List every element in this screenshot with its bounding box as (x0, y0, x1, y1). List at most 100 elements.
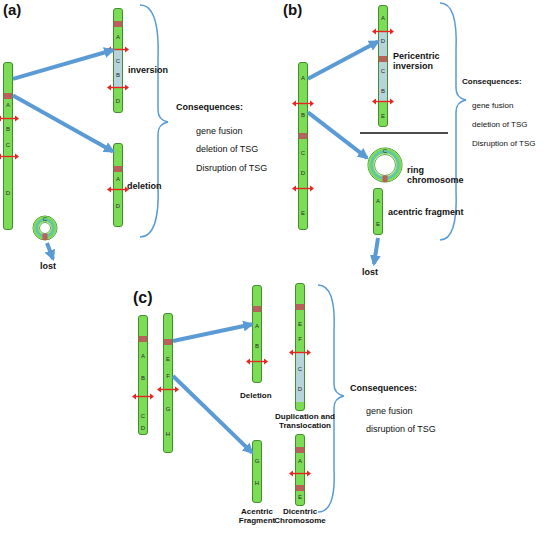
ring-outline (368, 148, 402, 182)
chromosome-band (139, 336, 147, 342)
chromosome-band (114, 21, 122, 27)
breakpoint-arrow (157, 386, 179, 393)
breakpoint-arrow (372, 98, 394, 105)
ring-body (371, 151, 399, 179)
text-label: Dicentric Chromosome (270, 508, 330, 526)
chromosome-band (253, 306, 261, 312)
gene-letter: B (114, 72, 122, 79)
text-label: (b) (283, 2, 313, 19)
breakpoint-arrow (292, 100, 314, 107)
text-label: ring chromosome (407, 166, 469, 186)
gene-letter: A (114, 34, 122, 41)
bracket (140, 5, 168, 237)
text-label: gene fusion (366, 407, 466, 417)
text-label: Duplication and Translocation (268, 413, 342, 431)
gene-letter: A (296, 458, 304, 465)
text-label: Pericentric inversion (393, 52, 448, 72)
chromosome-band (43, 234, 48, 241)
text-label: Consequences: (350, 384, 450, 394)
breakpoint-arrow (107, 84, 129, 91)
chromosome: AE (373, 188, 383, 235)
gene-letter: F (164, 373, 172, 380)
breakpoint-arrow (372, 28, 394, 35)
gene-letter: A (4, 102, 12, 109)
chromosome: ADCBE (378, 5, 388, 127)
chromosome: ABCD (138, 315, 148, 435)
gene-letter: B (379, 88, 387, 95)
breakpoint-arrow (107, 46, 129, 53)
gene-letter: B (139, 375, 147, 382)
text-label: Disruption of TSG (472, 140, 544, 149)
breakpoint-arrow (289, 470, 311, 477)
inverted-segment (296, 352, 304, 402)
connector-arrow (173, 376, 252, 453)
connector-arrow (13, 50, 113, 79)
gene-letter: C (379, 68, 387, 75)
text-label: (c) (133, 289, 163, 307)
text-label: Consequences: (462, 78, 544, 87)
chromosome-band (379, 56, 387, 62)
breakpoint-arrow (107, 186, 129, 193)
chromosome: AD (113, 143, 123, 227)
text-label: deletion (127, 182, 187, 192)
gene-letter: D (379, 38, 387, 45)
gene-letter: D (114, 203, 122, 210)
gene-letter: C (114, 58, 122, 65)
breakpoint-arrow (289, 349, 311, 356)
separator-line (360, 132, 448, 134)
gene-letter: C (32, 216, 58, 223)
gene-letter: E (296, 321, 304, 328)
chromosome-band (299, 133, 307, 139)
text-label: gene fusion (196, 127, 296, 137)
chromosome-band (296, 447, 304, 453)
gene-letter: H (253, 480, 261, 487)
breakpoint-arrow (292, 185, 314, 192)
text-label: lost (362, 268, 392, 278)
ring-chromosome: C (32, 215, 58, 241)
gene-letter: D (139, 425, 147, 432)
text-label: lost (40, 262, 70, 272)
inverted-segment (114, 49, 122, 87)
text-label: gene fusion (472, 102, 544, 111)
gene-letter: C (299, 150, 307, 157)
text-label: disruption of TSG (366, 425, 466, 435)
chromosome: AB (252, 285, 262, 383)
gene-letter: G (253, 458, 261, 465)
text-label: inversion (128, 66, 188, 76)
text-label: acentric fragment (388, 208, 488, 218)
chromosome: E F G H (163, 313, 173, 453)
lost-arrow (47, 243, 53, 259)
gene-letter: A (253, 323, 261, 330)
gene-letter: D (114, 98, 122, 105)
gene-letter: E (374, 221, 382, 228)
gene-letter: E (164, 356, 172, 363)
bracket (318, 285, 344, 512)
text-label: deletion of TSG (196, 145, 296, 155)
ring-outline (375, 155, 396, 176)
text-label: deletion of TSG (472, 121, 544, 130)
gene-letter: A (379, 15, 387, 22)
gene-letter: G (164, 406, 172, 413)
ring-outline (40, 223, 51, 234)
gene-letter: C (4, 142, 12, 149)
ring-chromosome: C (367, 147, 403, 183)
gene-letter: C (296, 366, 304, 373)
chromosome: GH (252, 440, 262, 503)
gene-letter: B (299, 112, 307, 119)
lost-arrow (374, 238, 378, 264)
text-label: Deletion (240, 392, 290, 401)
gene-letter: A (139, 353, 147, 360)
breakpoint-arrow (0, 153, 19, 160)
chromosome-band (4, 93, 12, 99)
chromosome: AE (295, 434, 305, 506)
chromosome: ABCD (3, 62, 13, 230)
text-label: Consequences: (176, 103, 276, 113)
chromosome: ABCDE (298, 62, 308, 230)
breakpoint-arrow (0, 115, 19, 122)
text-label: Disruption of TSG (196, 164, 296, 174)
gene-letter: H (164, 431, 172, 438)
breakpoint-arrow (246, 358, 268, 365)
connector-arrow (173, 324, 252, 341)
gene-letter: D (296, 386, 304, 393)
